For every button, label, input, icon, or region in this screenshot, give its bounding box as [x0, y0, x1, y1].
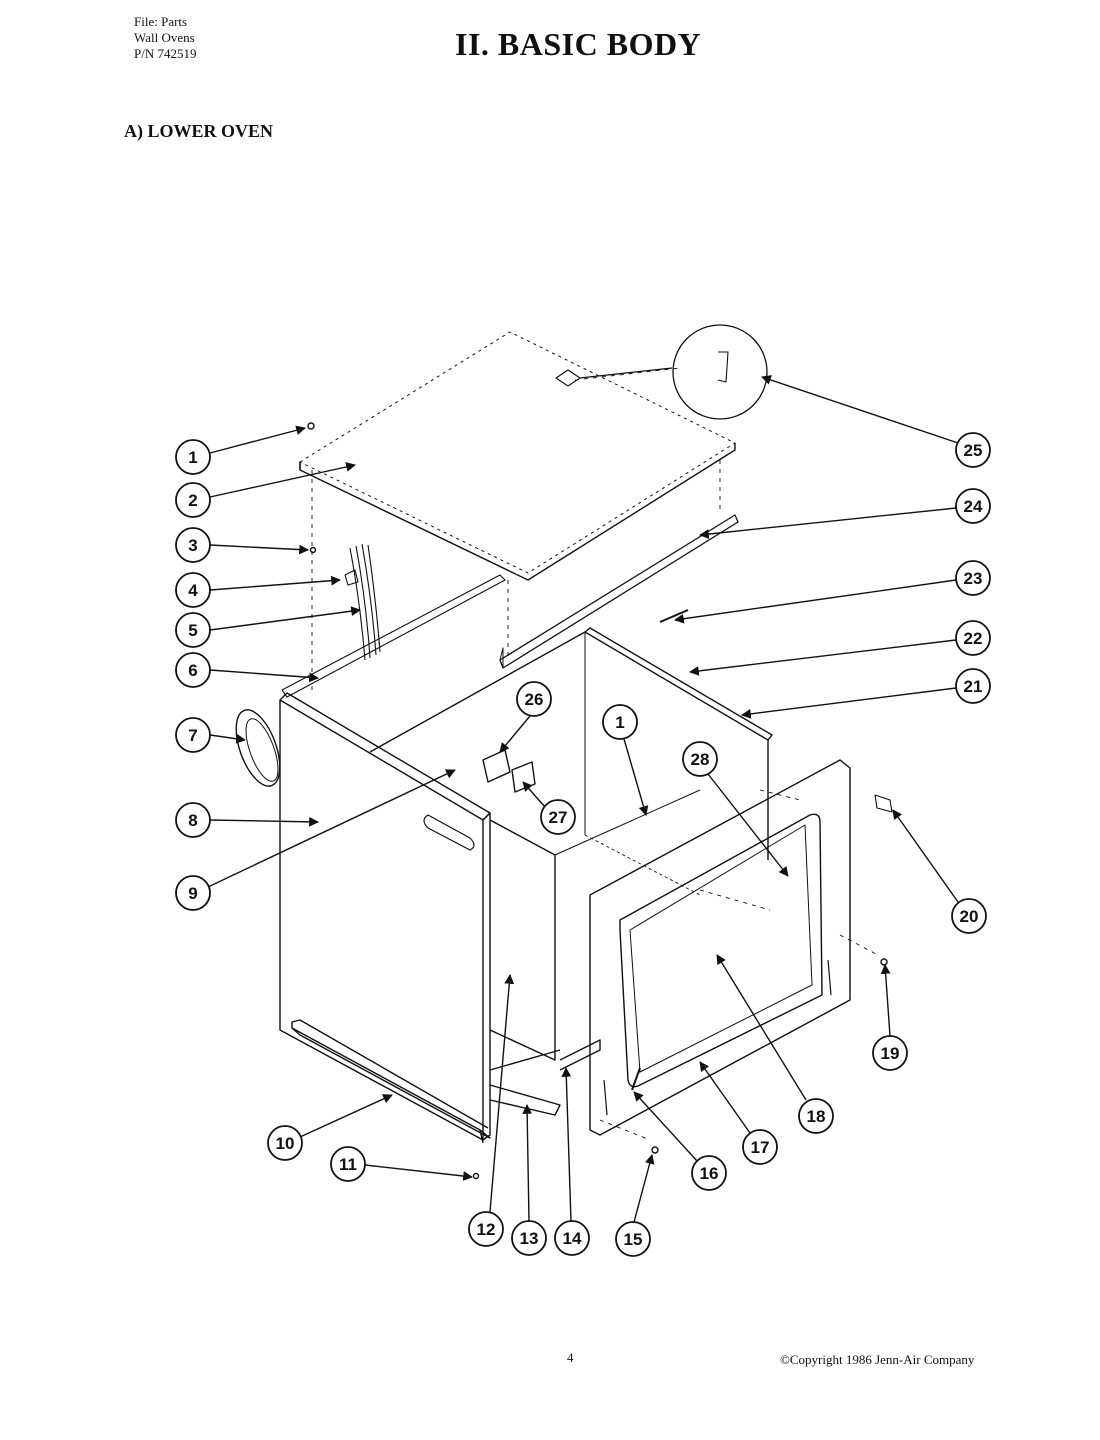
part-number-line: P/N 742519 [134, 46, 197, 61]
svg-text:16: 16 [700, 1164, 719, 1183]
callout-26: 26 [499, 681, 552, 753]
callouts: 1 2 3 4 5 6 7 [175, 375, 991, 1257]
oven-body-drawing [235, 324, 893, 1180]
callout-1: 1 [175, 425, 306, 475]
detail-circle [672, 324, 768, 420]
svg-text:1: 1 [188, 448, 197, 467]
svg-text:2: 2 [188, 491, 197, 510]
callout-12: 12 [468, 974, 515, 1247]
screw-bottom [472, 1172, 480, 1180]
svg-text:21: 21 [964, 677, 983, 696]
callout-2: 2 [175, 462, 356, 518]
svg-text:14: 14 [563, 1229, 582, 1248]
bottom-rail [291, 1019, 491, 1144]
left-side-panel [279, 692, 491, 1141]
screw-side [309, 546, 317, 554]
screw-top [307, 422, 315, 430]
part-23 [659, 609, 689, 623]
callout-20: 20 [892, 809, 987, 934]
callout-22: 22 [689, 620, 991, 676]
svg-text:1: 1 [615, 713, 624, 732]
callout-15: 15 [615, 1154, 655, 1257]
svg-text:18: 18 [807, 1107, 826, 1126]
svg-text:10: 10 [276, 1134, 295, 1153]
callout-23: 23 [674, 560, 991, 624]
bottom-front-rails [489, 1039, 601, 1116]
callout-17: 17 [699, 1061, 778, 1165]
svg-text:5: 5 [188, 621, 197, 640]
callout-9: 9 [175, 769, 456, 911]
svg-text:3: 3 [188, 536, 197, 555]
relay-26 [482, 749, 511, 783]
svg-text:26: 26 [525, 690, 544, 709]
callout-1-inner: 1 [602, 704, 649, 816]
svg-text:27: 27 [549, 808, 568, 827]
svg-text:11: 11 [339, 1155, 357, 1174]
callout-14: 14 [554, 1067, 590, 1256]
callout-11: 11 [330, 1146, 473, 1182]
light-socket [874, 794, 893, 813]
part-15 [651, 1146, 659, 1154]
product-line: Wall Ovens [134, 30, 195, 45]
file-info: File: Parts Wall Ovens P/N 742519 [134, 14, 196, 62]
callout-10: 10 [267, 1094, 393, 1161]
svg-text:22: 22 [964, 629, 983, 648]
svg-text:19: 19 [881, 1044, 900, 1063]
svg-text:24: 24 [964, 497, 983, 516]
svg-text:13: 13 [520, 1229, 539, 1248]
oven-cavity [369, 627, 773, 1061]
part-19 [880, 958, 888, 966]
section-heading: A) LOWER OVEN [124, 121, 274, 141]
callout-5: 5 [175, 606, 361, 648]
relay-27 [511, 761, 536, 793]
svg-text:12: 12 [477, 1220, 496, 1239]
wire-clip [344, 569, 359, 586]
dashed-guides [311, 367, 879, 1141]
callout-28: 28 [682, 741, 789, 877]
side-vent [235, 709, 281, 787]
front-frame [589, 759, 851, 1136]
callout-21: 21 [741, 668, 991, 719]
callout-8: 8 [175, 802, 319, 838]
svg-text:15: 15 [624, 1230, 643, 1249]
callout-27: 27 [522, 781, 576, 835]
callout-25: 25 [761, 375, 991, 468]
svg-text:8: 8 [188, 811, 197, 830]
callout-7: 7 [175, 717, 246, 753]
svg-text:28: 28 [691, 750, 710, 769]
page-title: II. BASIC BODY [455, 26, 702, 62]
callout-19: 19 [872, 964, 908, 1071]
callout-13: 13 [511, 1104, 547, 1256]
svg-text:17: 17 [751, 1138, 770, 1157]
svg-text:25: 25 [964, 441, 983, 460]
callout-4: 4 [175, 572, 341, 608]
top-panel [299, 331, 736, 581]
callout-6: 6 [175, 652, 319, 688]
callout-18: 18 [716, 954, 834, 1134]
svg-text:6: 6 [188, 661, 197, 680]
mounting-rail [499, 514, 739, 669]
svg-text:4: 4 [188, 581, 198, 600]
svg-text:7: 7 [188, 726, 197, 745]
callout-16: 16 [633, 1091, 727, 1191]
svg-text:9: 9 [188, 884, 197, 903]
back-rail [281, 574, 506, 698]
wiring-harness [349, 543, 381, 661]
file-line: File: Parts [134, 14, 188, 29]
svg-text:23: 23 [964, 569, 983, 588]
svg-text:20: 20 [960, 907, 979, 926]
callout-24: 24 [699, 488, 991, 539]
copyright-notice: ©Copyright 1986 Jenn-Air Company [780, 1352, 975, 1367]
callout-3: 3 [175, 527, 309, 563]
page-number: 4 [567, 1350, 574, 1365]
